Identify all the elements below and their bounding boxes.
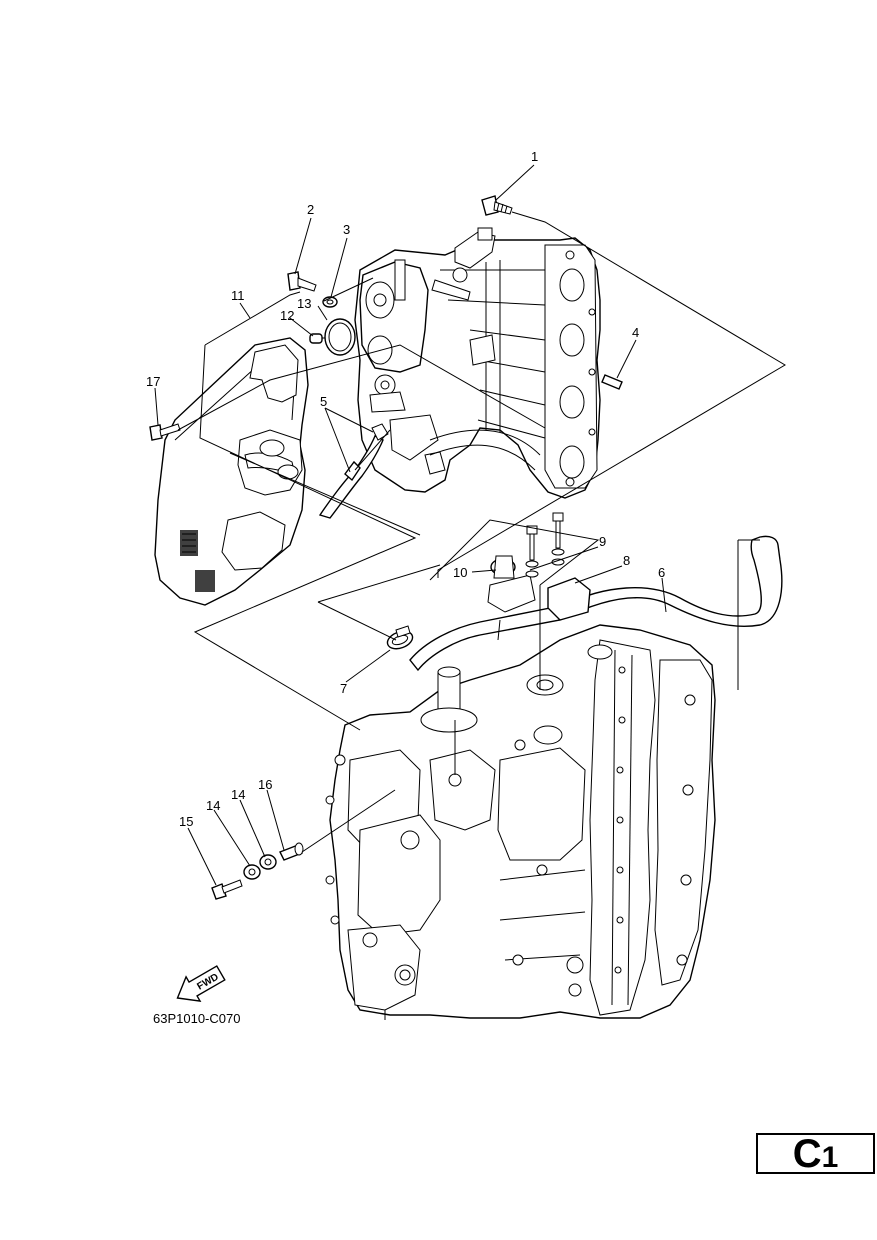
callout-8: 8 — [623, 553, 630, 568]
intake-silencer — [154, 337, 309, 606]
callout-12: 12 — [280, 308, 294, 323]
callout-14b: 14 — [231, 787, 245, 802]
callout-15: 15 — [179, 814, 193, 829]
page-badge-letter: C — [792, 1131, 822, 1176]
bolt-15 — [211, 879, 243, 900]
assembly-lines — [177, 211, 786, 853]
callout-7: 7 — [340, 681, 347, 696]
callout-6: 6 — [658, 565, 665, 580]
callout-4: 4 — [632, 325, 639, 340]
bolt-17 — [149, 423, 181, 441]
o-ring-13 — [324, 318, 356, 356]
collar-14a — [243, 864, 261, 880]
callout-3: 3 — [343, 222, 350, 237]
cylinder-block — [325, 624, 716, 1020]
callout-11: 11 — [231, 288, 245, 303]
callout-16: 16 — [258, 777, 272, 792]
grommet-16 — [279, 842, 304, 861]
pin-4 — [601, 374, 623, 390]
callout-14a: 14 — [206, 798, 220, 813]
callout-17: 17 — [146, 374, 160, 389]
callout-9: 9 — [599, 534, 606, 549]
bolt-1 — [481, 195, 513, 216]
breather-hose — [318, 423, 391, 519]
page-badge-number: 1 — [821, 1140, 839, 1174]
callout-5: 5 — [320, 394, 327, 409]
callout-labels: 1 2 3 4 5 6 7 8 9 10 11 12 13 14 14 15 1… — [146, 149, 665, 829]
hose-6 — [409, 535, 783, 690]
callout-leaders — [154, 164, 667, 886]
collar-14b — [259, 854, 277, 870]
bracket-assembly — [487, 512, 591, 621]
callout-13: 13 — [297, 296, 311, 311]
hose-clamp-7 — [386, 625, 414, 650]
diagram-code: 63P1010-C070 — [153, 1011, 240, 1026]
bolt-2 — [287, 271, 317, 292]
callout-2: 2 — [307, 202, 314, 217]
callout-10: 10 — [453, 565, 467, 580]
fwd-arrow-icon: FWD — [176, 965, 226, 1003]
callout-1: 1 — [531, 149, 538, 164]
intake-manifold — [354, 227, 601, 499]
page-badge: C 1 — [756, 1133, 875, 1174]
